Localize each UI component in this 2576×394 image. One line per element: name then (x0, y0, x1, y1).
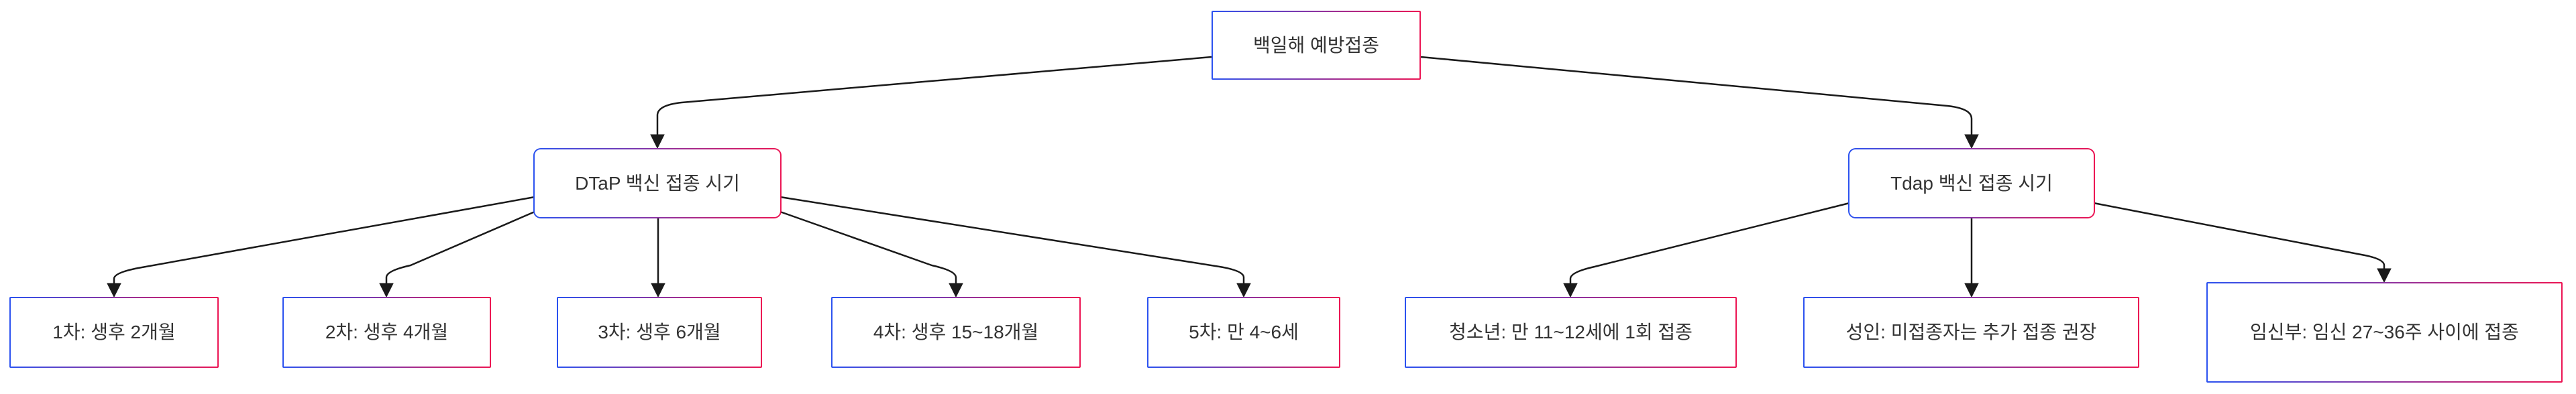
node-dtap: DTaP 백신 접종 시기 (533, 148, 782, 218)
node-d2: 2차: 생후 4개월 (282, 297, 491, 368)
node-root-label: 백일해 예방접종 (1252, 34, 1380, 56)
node-tdap: Tdap 백신 접종 시기 (1848, 148, 2095, 218)
node-d3-label: 3차: 생후 6개월 (598, 322, 721, 343)
node-t3: 임신부: 임신 27~36주 사이에 접종 (2206, 282, 2563, 383)
arrowhead-root-dtap (650, 134, 665, 149)
node-d3: 3차: 생후 6개월 (557, 297, 762, 368)
arrowhead-dtap-d2 (379, 283, 394, 298)
node-root: 백일해 예방접종 (1212, 11, 1421, 80)
node-d4: 4차: 생후 15~18개월 (831, 297, 1081, 368)
arrowhead-dtap-d1 (107, 283, 121, 298)
node-d1-label: 1차: 생후 2개월 (52, 322, 176, 343)
node-t1-label: 청소년: 만 11~12세에 1회 접종 (1449, 322, 1693, 343)
edge-root-dtap (656, 56, 1212, 136)
edge-dtap-d5 (780, 196, 1245, 285)
arrowhead-dtap-d3 (651, 283, 665, 298)
arrowhead-tdap-t1 (1563, 283, 1578, 298)
edge-dtap-d2 (385, 210, 535, 285)
node-d2-label: 2차: 생후 4개월 (325, 322, 449, 343)
arrowhead-root-tdap (1964, 134, 1979, 149)
node-t2-label: 성인: 미접종자는 추가 접종 권장 (1845, 322, 2097, 343)
node-d1: 1차: 생후 2개월 (9, 297, 219, 368)
edge-dtap-d4 (780, 210, 957, 285)
edge-root-tdap (1420, 56, 1973, 136)
arrowhead-dtap-d4 (949, 283, 963, 298)
node-t2: 성인: 미접종자는 추가 접종 권장 (1803, 297, 2139, 368)
edge-tdap-t1 (1569, 202, 1850, 285)
edge-dtap-d1 (113, 196, 535, 285)
arrowhead-tdap-t2 (1964, 283, 1979, 298)
node-d5-label: 5차: 만 4~6세 (1189, 322, 1299, 343)
node-t1: 청소년: 만 11~12세에 1회 접종 (1405, 297, 1737, 368)
edge-tdap-t3 (2093, 202, 2385, 270)
node-d4-label: 4차: 생후 15~18개월 (873, 322, 1039, 343)
arrowhead-tdap-t3 (2377, 268, 2392, 283)
node-tdap-label: Tdap 백신 접종 시기 (1890, 172, 2053, 194)
node-dtap-label: DTaP 백신 접종 시기 (575, 172, 740, 194)
node-d5: 5차: 만 4~6세 (1147, 297, 1340, 368)
arrowhead-dtap-d5 (1236, 283, 1251, 298)
node-t3-label: 임신부: 임신 27~36주 사이에 접종 (2250, 322, 2519, 343)
